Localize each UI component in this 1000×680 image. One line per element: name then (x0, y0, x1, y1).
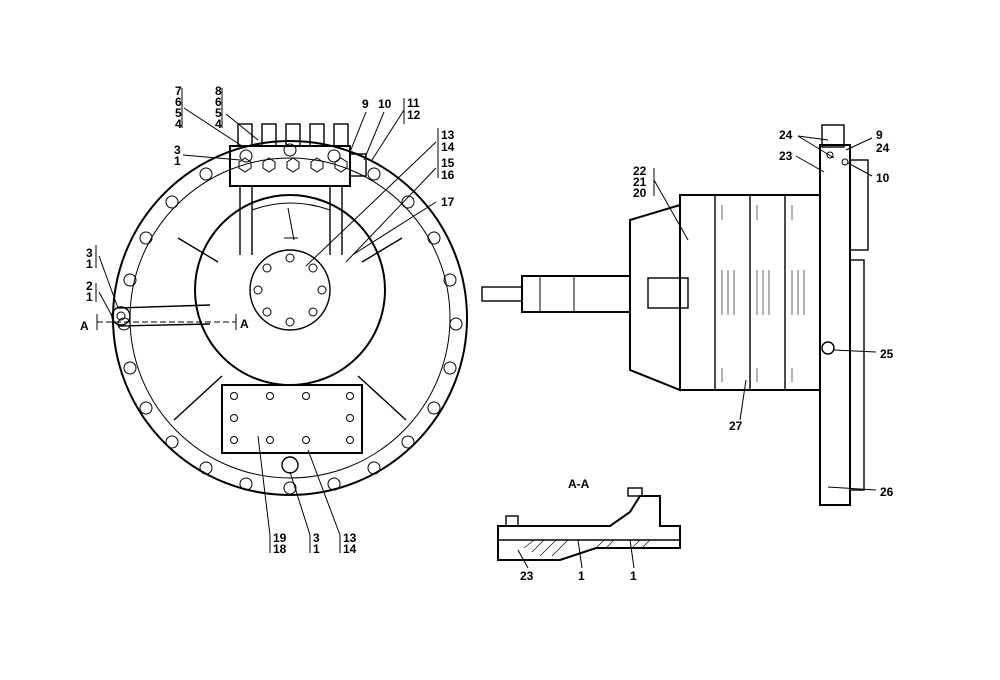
label-20: 20 (633, 186, 647, 200)
label-7: 7 (175, 84, 182, 98)
label-5: 5 (215, 106, 222, 120)
label-13: 13 (343, 531, 357, 545)
front-labels: 7 6 5 4 8 6 5 4 9 10 11 12 3 1 13 14 15 … (80, 84, 455, 556)
side-leaders (653, 135, 877, 491)
label-8: 8 (215, 84, 222, 98)
label-18: 18 (273, 542, 287, 556)
label-9: 9 (362, 97, 369, 111)
label-17: 17 (441, 195, 455, 209)
label-23: 23 (520, 569, 534, 583)
label-6: 6 (175, 95, 182, 109)
label-1: 1 (86, 290, 93, 304)
hub-bolts (253, 253, 327, 327)
label-14: 14 (343, 542, 357, 556)
label-26: 26 (880, 485, 894, 499)
label-1: 1 (313, 542, 320, 556)
clutch-discs (721, 205, 805, 382)
label-1: 1 (174, 154, 181, 168)
label-4: 4 (175, 117, 182, 131)
label-13: 13 (441, 128, 455, 142)
label-1: 1 (630, 569, 637, 583)
label-27: 27 (729, 419, 743, 433)
label-6: 6 (215, 95, 222, 109)
label-14: 14 (441, 140, 455, 154)
label-23: 23 (779, 149, 793, 163)
section-hatching (523, 539, 651, 557)
label-1: 1 (86, 257, 93, 271)
section-labels: A-A 23 1 1 (520, 477, 637, 583)
label-24: 24 (876, 141, 890, 155)
side-view (481, 124, 869, 506)
label-1: 1 (578, 569, 585, 583)
valve-stems (237, 123, 349, 173)
side-labels: 22 21 20 24 9 24 23 10 25 27 26 (633, 128, 894, 499)
label-5: 5 (175, 106, 182, 120)
label-21: 21 (633, 175, 647, 189)
label-19: 19 (273, 531, 287, 545)
label-16: 16 (441, 168, 455, 182)
label-10: 10 (876, 171, 890, 185)
label-9: 9 (876, 128, 883, 142)
label-3: 3 (313, 531, 320, 545)
label-25: 25 (880, 347, 894, 361)
label-12: 12 (407, 108, 421, 122)
label-4: 4 (215, 117, 222, 131)
label-3: 3 (174, 143, 181, 157)
label-10: 10 (378, 97, 392, 111)
label-24: 24 (779, 128, 793, 142)
front-leaders (95, 88, 439, 553)
label-11: 11 (407, 96, 420, 110)
label-15: 15 (441, 156, 455, 170)
section-title: A-A (568, 477, 590, 491)
front-view (96, 123, 468, 496)
label-3: 3 (86, 246, 93, 260)
section-aa (497, 487, 681, 561)
label-2: 2 (86, 279, 93, 293)
section-leaders (517, 539, 635, 569)
cover-bolts (230, 392, 354, 444)
perimeter-bolts (117, 143, 463, 495)
section-marker-a-right: A (240, 317, 249, 331)
label-22: 22 (633, 164, 647, 178)
section-marker-a-left: A (80, 319, 89, 333)
